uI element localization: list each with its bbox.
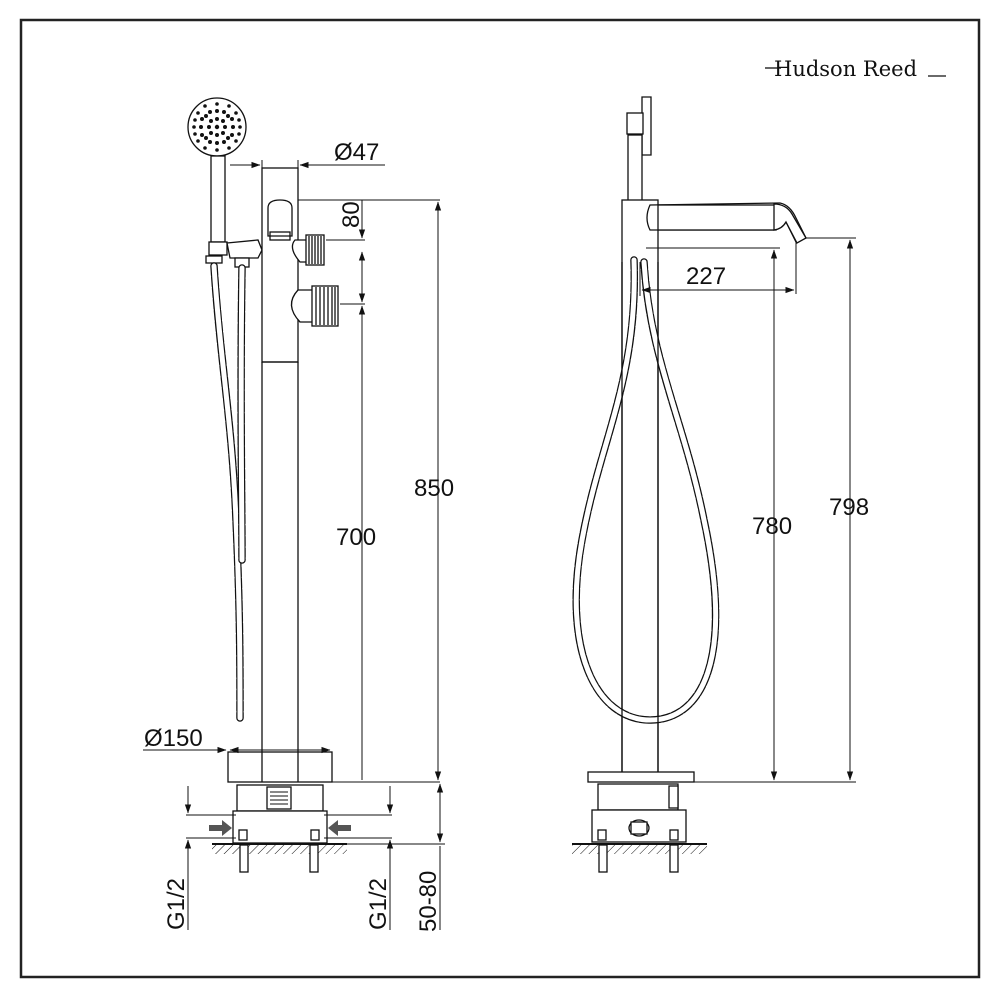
dim-spout-to-floor: 700: [336, 524, 376, 551]
side-hose: [572, 256, 720, 724]
dim-floor-depth: 50-80: [415, 871, 442, 932]
base-plate: [227, 751, 333, 783]
dim-base-diameter: Ø150: [144, 725, 203, 752]
dim-inlet-left: G1/2: [163, 878, 190, 930]
dim-inlet-right: G1/2: [365, 878, 392, 930]
drawing-frame: [19, 18, 981, 979]
dim-handle-height: 80: [338, 201, 365, 228]
dim-spout-reach: 227: [686, 263, 726, 290]
front-view: Ø47 80 700 850 Ø150 G1/2 G1/2: [143, 97, 454, 932]
dim-spout-top-height: 798: [829, 494, 869, 521]
dim-overall-height: 850: [414, 475, 454, 502]
dim-outlet-diameter: Ø47: [334, 139, 379, 166]
side-column: [621, 199, 659, 781]
column: [261, 167, 299, 363]
brand-logo: Hudson Reed: [765, 57, 946, 81]
shower-head-icon: [187, 97, 247, 157]
brand-name: Hudson Reed: [774, 57, 917, 81]
shower-handle: [210, 155, 226, 243]
dim-spout-outlet-height: 780: [752, 513, 792, 540]
hose: [210, 262, 246, 722]
side-view: 227 780 798: [572, 96, 869, 873]
